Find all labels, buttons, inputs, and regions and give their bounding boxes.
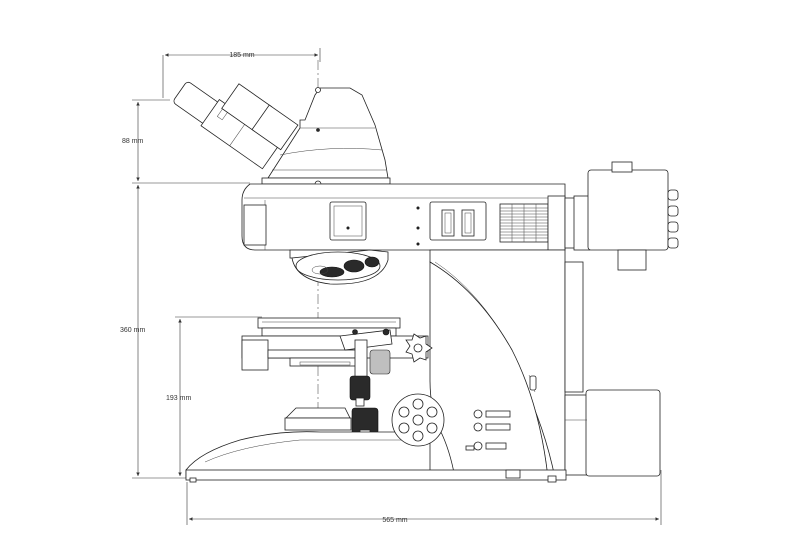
dimension-label-185: 185 mm — [229, 52, 254, 59]
dimension-360: 360 mm — [120, 185, 190, 479]
eyepiece-head — [173, 81, 391, 188]
base — [185, 431, 567, 483]
dimension-label-565: 565 mm — [382, 517, 407, 524]
dimension-label-88: 88 mm — [122, 138, 144, 145]
lamp-housing-top — [564, 161, 679, 271]
dimension-label-193: 193 mm — [166, 395, 191, 402]
stage-control-knobs — [349, 339, 391, 439]
nosepiece — [289, 249, 389, 285]
x-y-knob-lower — [349, 375, 371, 401]
x-y-knob-upper — [369, 349, 391, 375]
upper-arm — [241, 183, 566, 251]
condenser — [284, 407, 352, 431]
dimension-193: 193 mm — [166, 316, 262, 476]
column-controls — [465, 409, 511, 451]
dimension-label-360: 360 mm — [120, 327, 145, 334]
stage — [241, 317, 433, 371]
main-column — [429, 249, 584, 479]
filter-slider-panel — [429, 201, 487, 241]
lamp-housing-bottom — [564, 389, 661, 477]
access-panel — [329, 201, 367, 241]
dimension-565: 565 mm — [186, 470, 662, 525]
dimension-88: 88 mm — [122, 99, 250, 184]
focus-wheel — [391, 393, 445, 447]
centering-mark-icon — [315, 87, 321, 93]
dimension-185: 185 mm — [162, 48, 321, 98]
